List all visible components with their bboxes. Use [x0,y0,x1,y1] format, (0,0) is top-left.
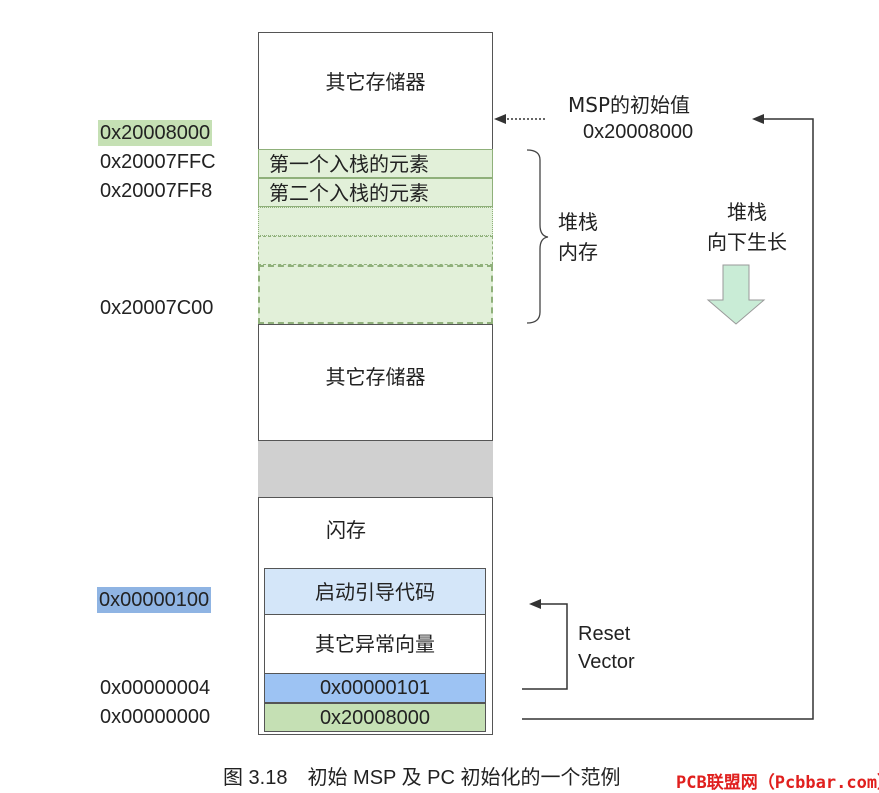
flash-text: 闪存 [326,518,366,542]
reset-vector-cell: 0x00000101 [264,673,486,703]
msp-pointer-arrowhead [494,114,506,124]
address-20007ffc-text: 0x20007FFC [100,151,216,173]
upper-other-storage-label: 其它存储器 [325,69,426,94]
upper-other-storage: 其它存储器 [258,32,493,149]
address-00000000-text: 0x00000000 [100,706,211,728]
msp-init-value: 0x20008000 [319,706,431,729]
stack-slot-dotted [258,207,493,236]
stack-growth-label: 堆栈 向下生长 [692,200,802,254]
stack-first-label: 第一个入栈的元素 [269,152,429,176]
address-20007ff8-text: 0x20007FF8 [100,180,213,202]
reset-bracket [522,603,568,690]
msp-loop-arrowhead [752,114,764,124]
msp-init-cell: 0x20008000 [264,703,486,732]
address-00000004: 0x00000004 [100,676,210,700]
site-watermark: PCB联盟网（Pcbbar.com） [676,768,879,793]
boot-code-label: 启动引导代码 [315,579,435,604]
stack-growth-line2: 向下生长 [707,230,787,254]
reset-bracket-arrowhead [529,599,541,609]
stack-second-label: 第二个入栈的元素 [269,181,429,205]
address-20007ffc: 0x20007FFC [100,150,216,174]
stack-first-element: 第一个入栈的元素 [258,149,493,178]
address-00000100: 0x00000100 [97,587,212,613]
address-00000004-text: 0x00000004 [100,677,211,699]
address-20007c00: 0x20007C00 [100,296,213,320]
reset-line1: Reset [578,623,631,645]
msp-loop-line [522,118,814,720]
address-20008000: 0x20008000 [98,120,213,146]
stack-brace-icon [526,149,549,324]
other-vectors-label: 其它异常向量 [315,632,435,656]
reserved-gray-block [258,440,493,498]
stack-memory-line2: 内存 [558,240,598,264]
middle-other-storage-label: 其它存储器 [325,364,426,389]
site-watermark-text: PCB联盟网（Pcbbar.com） [676,773,879,793]
stack-growth-arrow-icon [706,264,766,325]
stack-growth-line1: 堆栈 [727,200,767,224]
flash-label: 闪存 [326,518,366,542]
reset-line2: Vector [578,651,635,673]
msp-initial-value-text: 0x20008000 [583,121,694,143]
address-20007c00-text: 0x20007C00 [100,297,214,319]
reset-vector-value: 0x00000101 [319,677,431,699]
boot-code-block: 启动引导代码 [264,568,486,615]
address-20008000-text: 0x20008000 [100,122,211,144]
middle-other-storage: 其它存储器 [258,324,493,440]
reset-vector-label: Reset Vector [578,622,635,674]
stack-slot-dashdot [258,236,493,265]
memory-column [258,32,493,735]
stack-slot-dashed [258,265,493,324]
other-vectors-block: 其它异常向量 [264,615,486,673]
address-00000000: 0x00000000 [100,705,210,729]
stack-memory-line1: 堆栈 [558,210,598,234]
address-00000100-text: 0x00000100 [99,589,210,611]
stack-memory-label: 堆栈 内存 [558,210,618,264]
figure-caption-text: 图 3.18 初始 MSP 及 PC 初始化的一个范例 [223,767,621,789]
msp-initial-label-text: MSP的初始值 [568,93,691,117]
msp-initial-value: 0x20008000 [583,120,693,144]
stack-second-element: 第二个入栈的元素 [258,178,493,207]
msp-initial-label: MSP的初始值 [568,93,690,117]
figure-caption: 图 3.18 初始 MSP 及 PC 初始化的一个范例 [223,761,620,790]
address-20007ff8: 0x20007FF8 [100,179,212,203]
